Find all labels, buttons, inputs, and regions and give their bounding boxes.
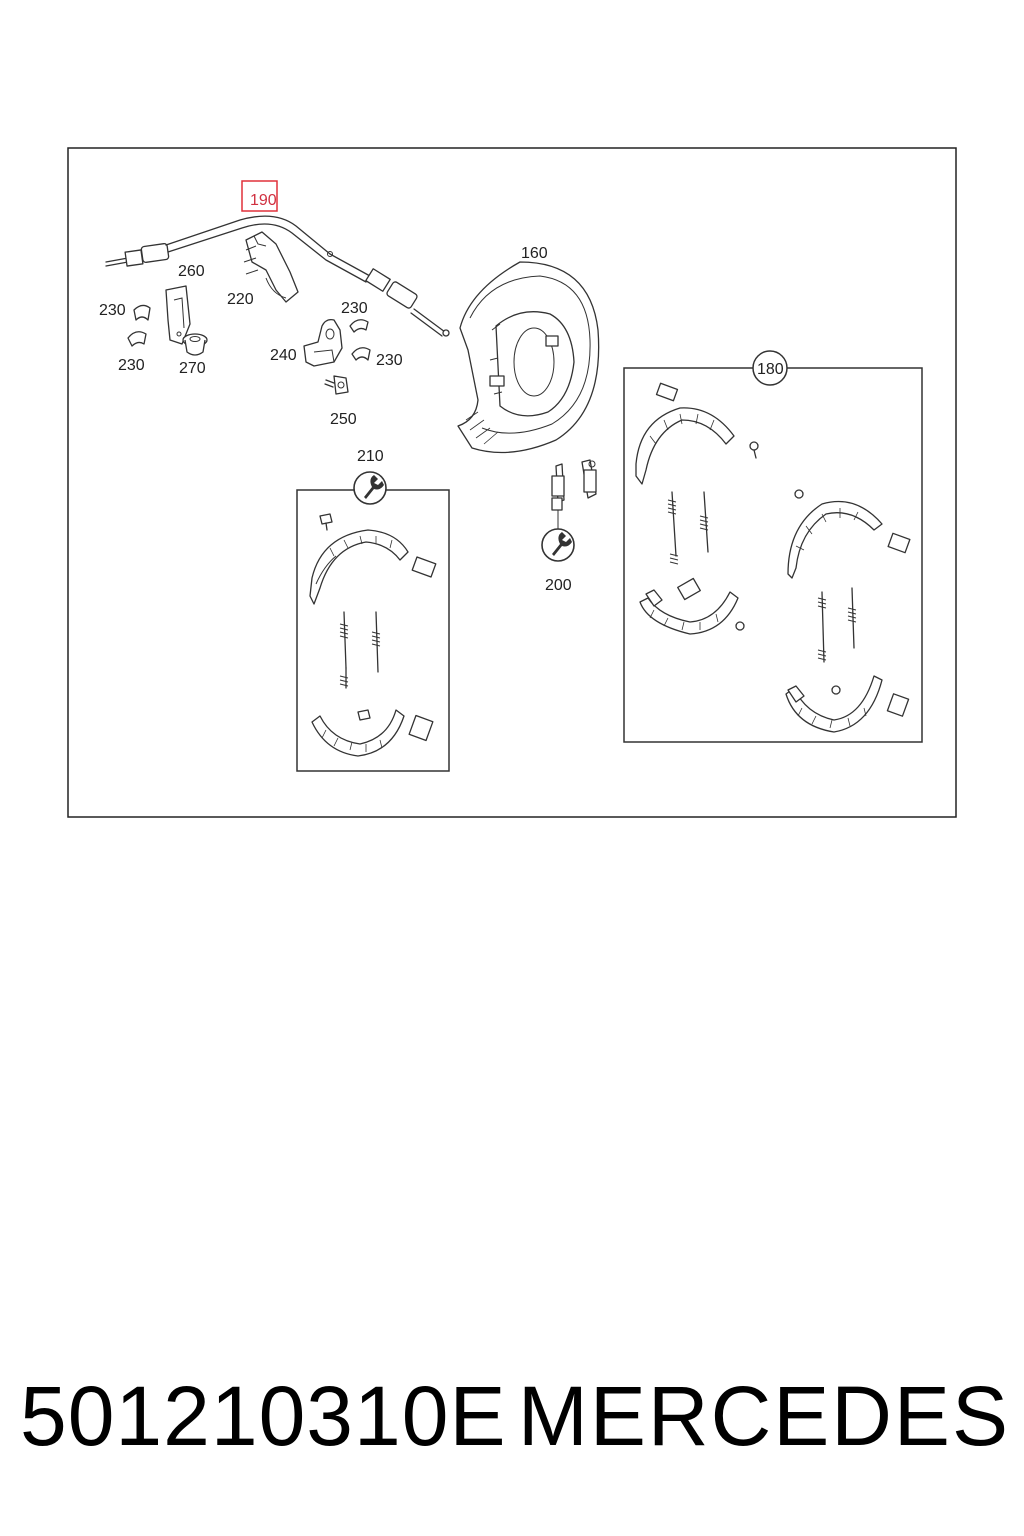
callout-160: 160	[521, 245, 548, 262]
callout-230-upper-left: 230	[99, 302, 126, 319]
callout-190-label: 190	[250, 192, 277, 209]
grommet-270[interactable]	[182, 333, 208, 356]
bracket-260[interactable]	[165, 285, 191, 345]
clip-230-lower-middle[interactable]	[351, 347, 371, 361]
callout-180: 180	[757, 361, 784, 378]
callout-200: 200	[545, 577, 572, 594]
callout-240: 240	[270, 347, 297, 364]
wrench-icon-210	[353, 471, 387, 505]
diagram-frame	[67, 147, 957, 818]
callout-230-lower-middle: 230	[376, 352, 403, 369]
backing-plate-160[interactable]	[457, 261, 600, 454]
wrench-icon-200	[541, 528, 575, 562]
shoe-kit-210-parts[interactable]	[309, 513, 437, 757]
callout-270: 270	[179, 360, 206, 377]
adjuster-kit-200[interactable]	[551, 459, 597, 511]
callout-220: 220	[227, 291, 254, 308]
callout-230-lower-left: 230	[118, 357, 145, 374]
footer: 501210310E MERCEDES	[20, 1368, 1010, 1478]
brake-cable-190[interactable]	[105, 215, 450, 337]
clip-230-lower-left[interactable]	[127, 331, 147, 347]
clip-230-upper-middle[interactable]	[349, 319, 369, 333]
callout-210: 210	[357, 448, 384, 465]
part-number: 501210310E	[20, 1369, 507, 1463]
cable-bracket-220[interactable]	[243, 231, 299, 303]
callout-190: 190	[241, 180, 278, 212]
callout-230-upper-middle: 230	[341, 300, 368, 317]
mounting-bracket-240[interactable]	[303, 318, 343, 367]
brand-name: MERCEDES	[517, 1369, 1010, 1463]
clip-230-upper-left[interactable]	[133, 304, 151, 321]
shoe-kit-180-parts[interactable]	[635, 382, 911, 733]
bolt-250[interactable]	[324, 375, 349, 395]
callout-260: 260	[178, 263, 205, 280]
callout-180-circle	[752, 350, 788, 386]
callout-250: 250	[330, 411, 357, 428]
